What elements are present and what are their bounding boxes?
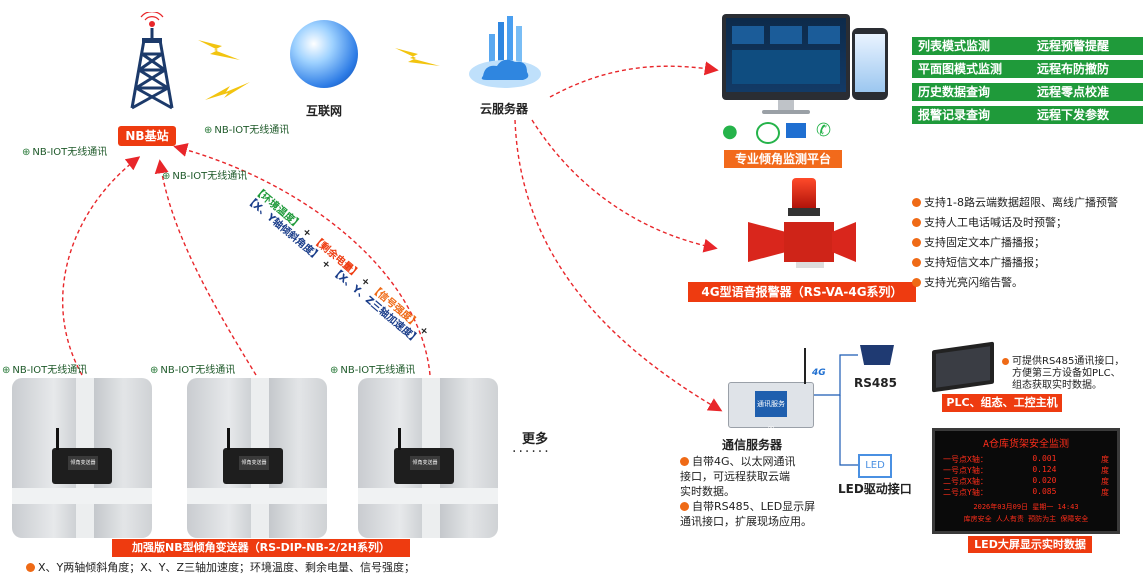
rs485-port-icon [860,345,894,365]
plc-desc: 可提供RS485通讯接口， 方便第三方设备如PLC、 组态获取实时数据。 [1002,356,1124,392]
email-icon [786,123,806,138]
feature-remote-warning: 远程预警提醒 [1031,37,1143,55]
nb-tower-icon [112,11,192,112]
alarm-feature: 支持光亮闪缩告警。 [912,273,1118,293]
arrow-cloud-to-alarm [531,119,718,253]
arrow-cloud-to-comm [514,119,723,412]
comm-feature-line: 实时数据。 [680,485,735,498]
comm-feature-line: 自带RS485、LED显示屏 [680,499,815,514]
sensor-device-label: 倾角变送器 [239,456,269,470]
alarm-feature-list: 支持1-8路云端数据超限、离线广播预警 支持人工电话喊话及时预警； 支持固定文本… [912,193,1118,293]
wireless-label: ⊕NB-IOT无线通讯 [204,125,290,136]
feature-floorplan-mode: 平面图模式监测 [912,60,1031,78]
wireless-label: ⊕NB-IOT无线通讯 [22,147,108,158]
comm-server-icon: 通讯服务器 [728,348,814,434]
rs485-label: RS485 [854,376,897,390]
sensor-photo-2: 倾角变送器 [187,378,327,538]
comm-device-label: 通讯服务器 [755,391,787,434]
feature-alarm-record: 报警记录查询 [912,106,1031,124]
lightning-bolt-3 [395,48,440,66]
call-icon: ✆ [816,120,832,141]
led-driver-label: LED驱动接口 [838,482,912,496]
alarm-feature: 支持固定文本广播播报； [912,233,1118,253]
lightning-bolt-2 [205,82,250,100]
arrow-sensor2-to-nb [154,159,257,376]
sensor-device-label: 倾角变送器 [410,456,440,470]
sensor-photo-1: 倾角变送器 [12,378,152,538]
industrial-pc-icon [932,341,994,393]
platform-label: 专业倾角监测平台 [724,150,842,168]
internet-label: 互联网 [306,104,343,118]
more-dots: ······ [512,444,551,460]
feature-remote-zero: 远程零点校准 [1031,83,1143,101]
feature-history-query: 历史数据查询 [912,83,1031,101]
alarm-feature: 支持1-8路云端数据超限、离线广播预警 [912,193,1118,213]
more-label: 更多 [522,432,549,447]
signal-4g-icon: 4G [812,368,826,378]
arrow-cloud-to-platform [549,61,719,98]
lightning-bolt-1 [198,40,240,60]
feature-remote-params: 远程下发参数 [1031,106,1143,124]
plc-desc-line: 组态获取实时数据。 [1012,380,1102,391]
wechat-icon: ● [722,121,738,142]
plc-desc-line: 可提供RS485通讯接口， [1002,356,1124,368]
feature-list-mode: 列表模式监测 [912,37,1031,55]
led-date: 2026年03月09日 星期一 14:43 [973,503,1079,511]
led-screen-label: LED大屏显示实时数据 [968,536,1092,553]
sensor-label: 加强版NB型倾角变送器（RS-DIP-NB-2/2H系列） [112,539,410,557]
message-icon [756,122,780,144]
plc-label: PLC、组态、工控主机 [942,394,1062,412]
alarm-label: 4G型语音报警器（RS-VA-4G系列） [688,282,916,302]
sensor-photo-3: 倾角变送器 [358,378,498,538]
monitor-icon [722,14,852,116]
nb-station-badge: NB基站 [118,126,176,146]
feature-remote-arm: 远程布防撤防 [1031,60,1143,78]
sensor-device-label: 倾角变送器 [68,456,98,470]
comm-server-label: 通信服务器 [722,438,783,452]
arrow-sensor3-to-nb [173,143,431,376]
cloud-server-label: 云服务器 [480,102,529,116]
voice-alarm-icon [748,178,858,270]
plc-desc-line: 方便第三方设备如PLC、 [1012,368,1121,379]
comm-feature-line: 通讯接口，扩展现场应用。 [680,515,812,528]
wireless-label: ⊕NB-IOT无线通讯 [162,171,248,182]
wireless-label: ⊕NB-IOT无线通讯 [150,365,236,376]
globe-icon [290,20,358,88]
cloud-server-icon [465,12,545,92]
wireless-label: ⊕NB-IOT无线通讯 [2,365,88,376]
arrow-sensor1-to-nb [62,156,141,376]
sensor-features: X、Y两轴倾斜角度；X、Y、Z三轴加速度；环境温度、剩余电量、信号强度； [26,559,415,575]
phone-icon [852,28,888,100]
led-screen-title: A仓库货架安全监测 [982,439,1070,450]
alarm-feature: 支持短信文本广播播报； [912,253,1118,273]
comm-feature-line: 自带4G、以太网通讯 [680,454,815,469]
alarm-feature: 支持人工电话喊话及时预警； [912,213,1118,233]
comm-feature-line: 接口，可远程获取云端 [680,470,790,483]
comm-feature-list: 自带4G、以太网通讯 接口，可远程获取云端 实时数据。 自带RS485、LED显… [680,454,815,529]
led-slogan: 库房安全 人人有责 预防为主 保障安全 [963,515,1089,523]
led-port-icon: LED [858,454,892,478]
wireless-label: ⊕NB-IOT无线通讯 [330,365,416,376]
